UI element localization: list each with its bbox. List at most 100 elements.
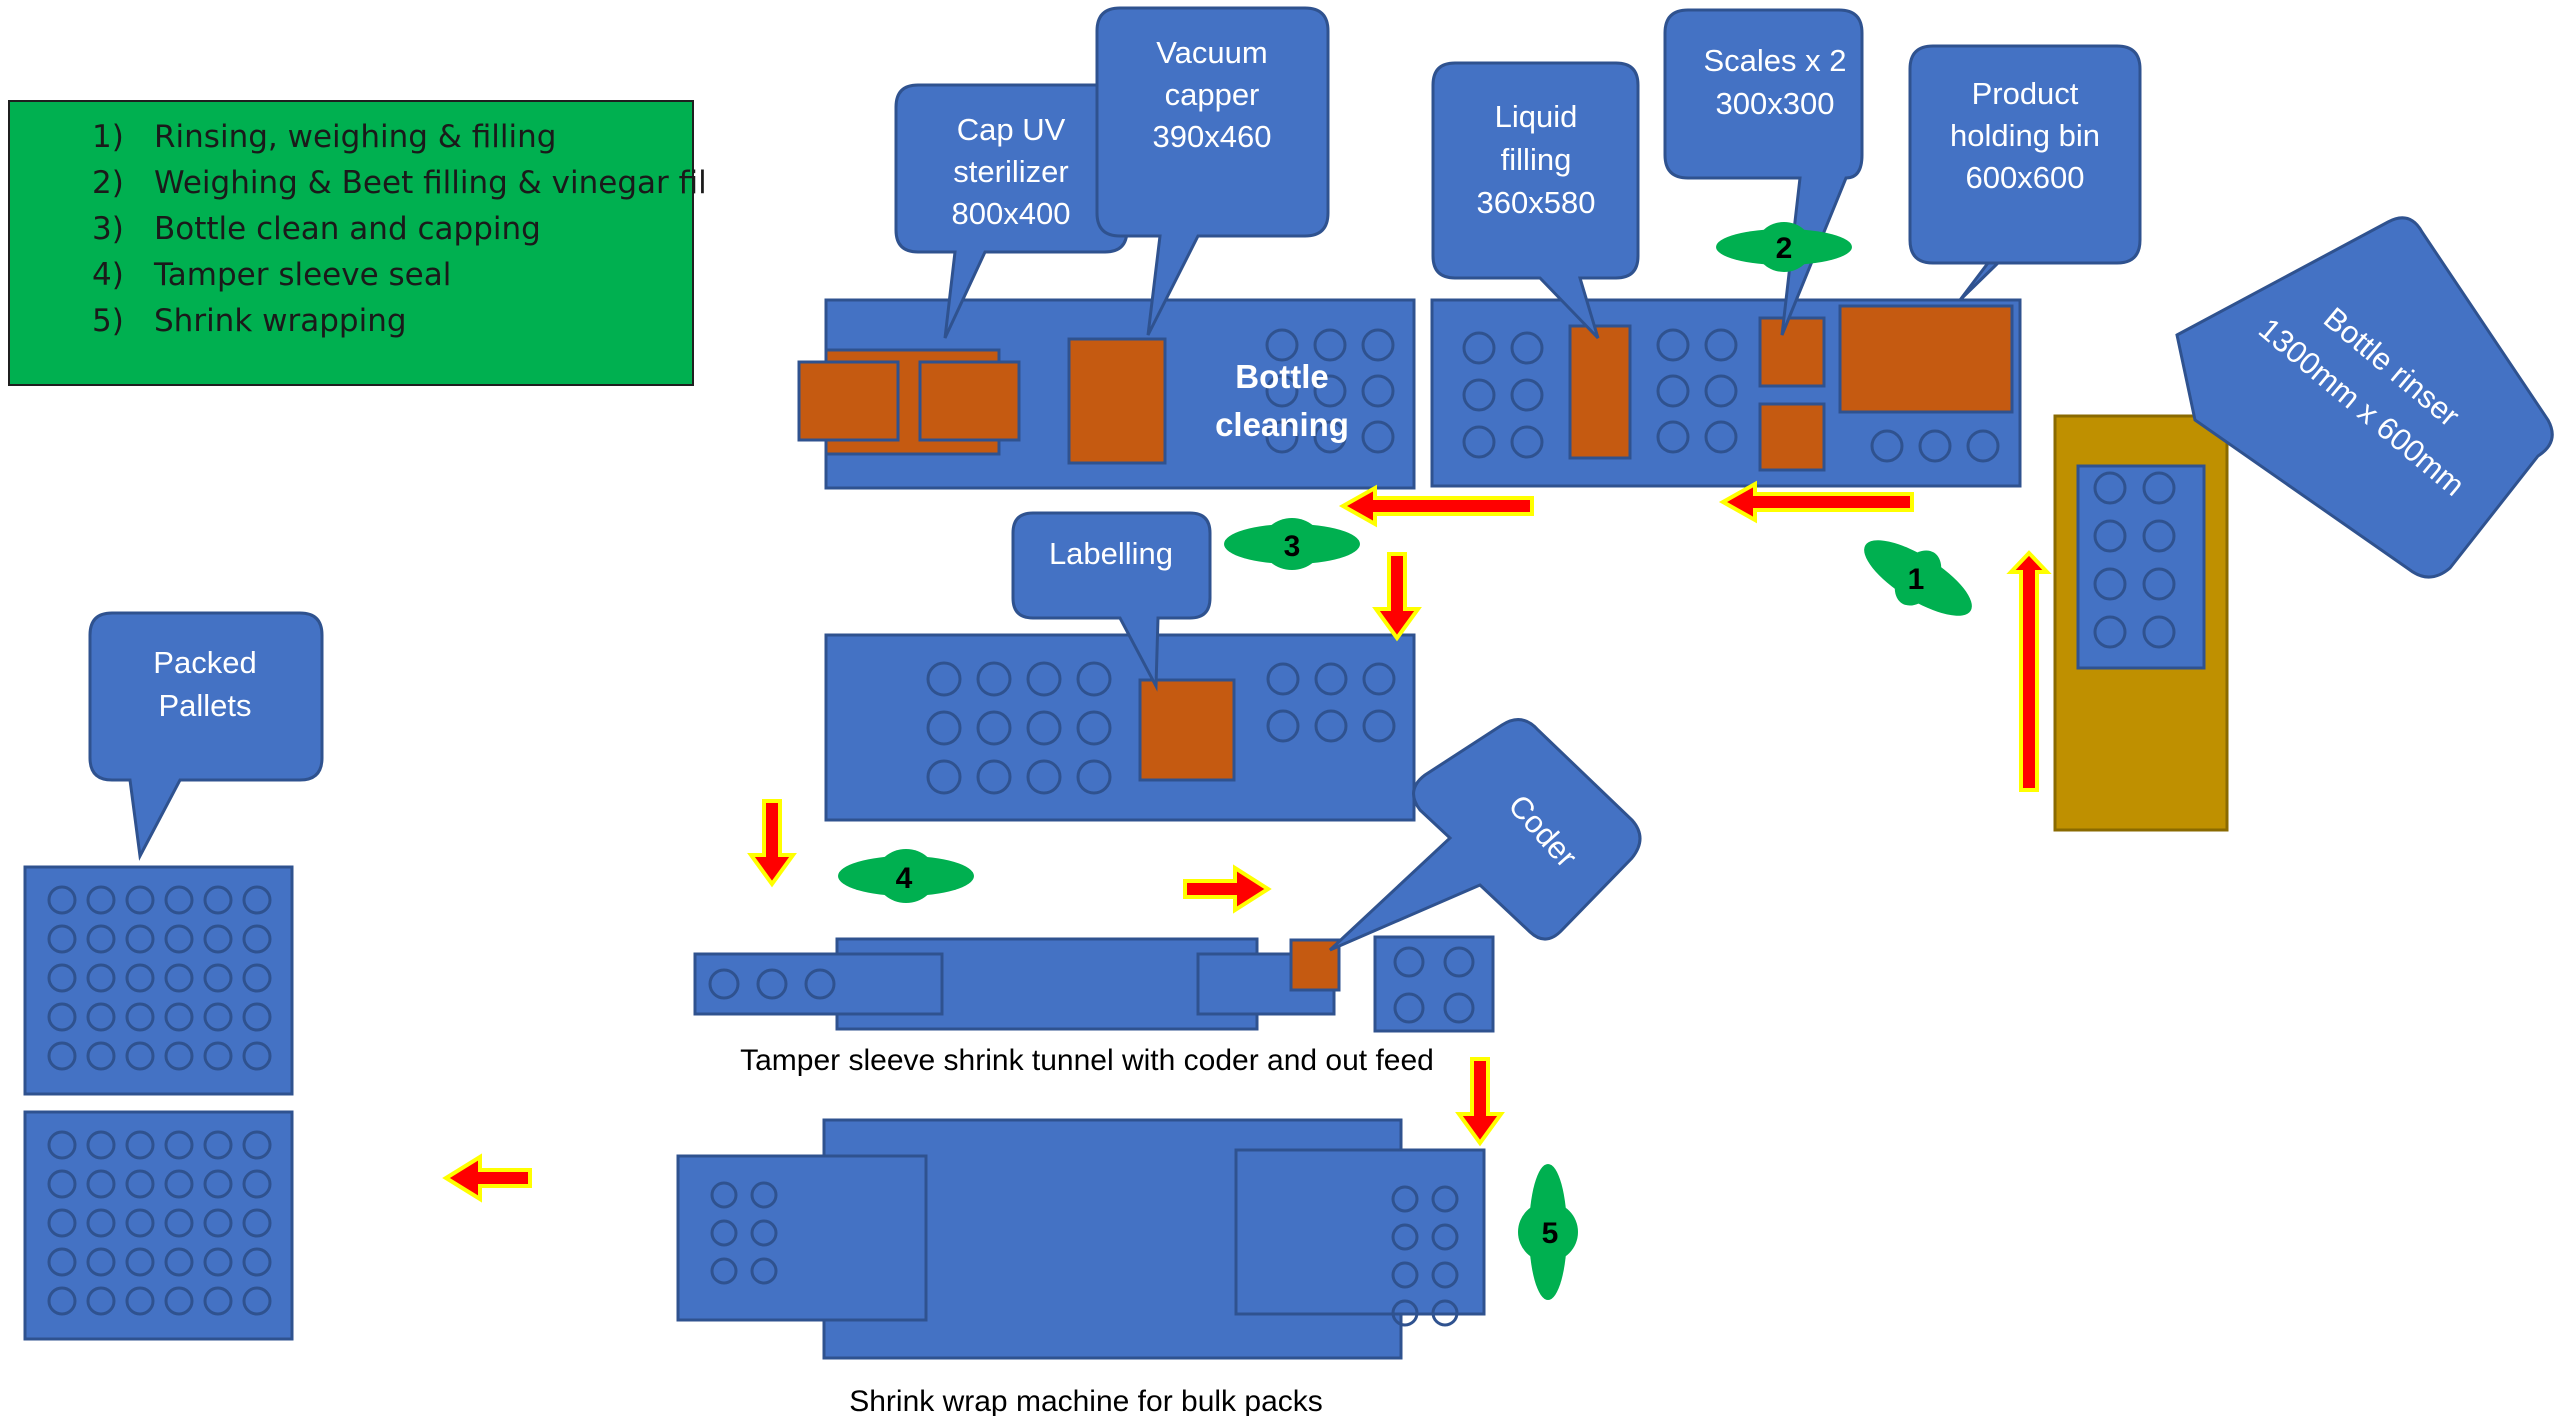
filling-machine [1430,298,2022,488]
bottle-position [2093,471,2127,505]
bottle-position [164,1286,194,1316]
bottle-position [203,1208,233,1238]
bottle-position [1265,328,1299,362]
bottle-position [1431,1223,1459,1251]
legend-list: 1)Rinsing, weighing & filling 2)Weighing… [92,114,707,344]
legend-item: 5)Shrink wrapping [92,298,707,344]
svg-text:Vacuum: Vacuum [1156,35,1267,70]
bottle-position [1026,710,1062,746]
shrink-wrap-machine: Shrink wrap machine for bulk packs [676,1118,1486,1416]
svg-text:Labelling: Labelling [1049,536,1173,571]
bottle-position [125,1247,155,1277]
bottle-position [86,1286,116,1316]
bottle-position [1510,331,1544,365]
bottle-position [926,710,962,746]
bottle-position [1462,425,1496,459]
bottle-cleaning-machine: Bottle cleaning [797,298,1416,490]
bottle-position [750,1219,778,1247]
bottle-grid [1870,429,2000,463]
bottle-position [1431,1185,1459,1213]
bottle-position [164,963,194,993]
bottle-position [1443,946,1475,978]
bottle-position [164,924,194,954]
bottle-position [242,1169,272,1199]
vacuum-capper-unit [1067,337,1167,465]
svg-text:Product: Product [1972,76,2079,111]
arrow-down [1372,552,1422,642]
arrow-left [442,1153,532,1203]
bottle-position [242,1247,272,1277]
svg-text:Pallets: Pallets [158,688,251,723]
bottle-position [1265,420,1299,454]
bottle-position [164,1208,194,1238]
bottle-position [976,710,1012,746]
bottle-position [708,968,740,1000]
bottle-position [2093,567,2127,601]
svg-text:capper: capper [1165,77,1260,112]
packed-pallet-bottom [23,1110,294,1341]
bottle-position [1076,710,1112,746]
legend-item: 3)Bottle clean and capping [92,206,707,252]
bottle-position [86,1130,116,1160]
bottle-position [2142,519,2176,553]
bottle-position [47,1169,77,1199]
bottle-position [1313,328,1347,362]
bottle-grid [2093,471,2176,649]
bottle-position [125,963,155,993]
bottle-position [1443,992,1475,1024]
step-marker-5: 5 [1518,1164,1578,1300]
bottle-position [203,885,233,915]
bottle-position [2142,567,2176,601]
bottle-position [2142,615,2176,649]
bottle-position [47,885,77,915]
svg-text:filling: filling [1501,142,1572,177]
bottle-position [242,924,272,954]
bottle-grid [1266,662,1396,743]
svg-text:5: 5 [1542,1217,1559,1250]
bottle-position [926,661,962,697]
scale-unit-2 [1758,402,1826,472]
bottle-position [242,1041,272,1071]
callout-scales: Scales x 2 300x300 [1663,8,1864,336]
svg-text:360x580: 360x580 [1477,185,1596,220]
bottle-position [1393,992,1425,1024]
svg-text:3: 3 [1284,530,1301,563]
callout-product-holding-bin: Product holding bin 600x600 [1908,44,2142,302]
bottle-grid [710,1181,778,1285]
bottle-position [1510,378,1544,412]
bottle-position [710,1219,738,1247]
bottle-position [1391,1185,1419,1213]
bottle-grid [47,885,272,1071]
bottle-position [1462,378,1496,412]
bottle-position [242,963,272,993]
bottle-position [1393,946,1425,978]
arrow-down [747,799,797,888]
callout-liquid-filling: Liquid filling 360x580 [1431,61,1640,340]
scale-unit-1 [1758,316,1826,388]
callout-bottle-rinser: Bottle rinser 1300mm x 600mm [2175,216,2554,579]
bottle-position [125,1169,155,1199]
bottle-position [1362,709,1396,743]
bottle-position [1361,420,1395,454]
legend-item-number: 2) [92,165,124,201]
bottle-position [125,1208,155,1238]
svg-text:Packed: Packed [153,645,256,680]
bottle-position [1076,661,1112,697]
bottle-position [242,885,272,915]
bottle-position [976,759,1012,795]
bottle-position [47,1041,77,1071]
bottle-position [125,1286,155,1316]
bottle-position [976,661,1012,697]
bottle-position [1361,328,1395,362]
step-marker-2: 2 [1716,222,1852,272]
bottle-position [164,1130,194,1160]
bottle-position [1431,1261,1459,1289]
tamper-tunnel-caption: Tamper sleeve shrink tunnel with coder a… [740,1044,1434,1077]
bottle-position [164,1041,194,1071]
step-marker-4: 4 [838,849,974,903]
bottle-position [47,1130,77,1160]
bottle-grid [708,968,836,1000]
bottle-position [203,1130,233,1160]
bottle-position [1265,374,1299,408]
svg-text:2: 2 [1776,232,1793,265]
